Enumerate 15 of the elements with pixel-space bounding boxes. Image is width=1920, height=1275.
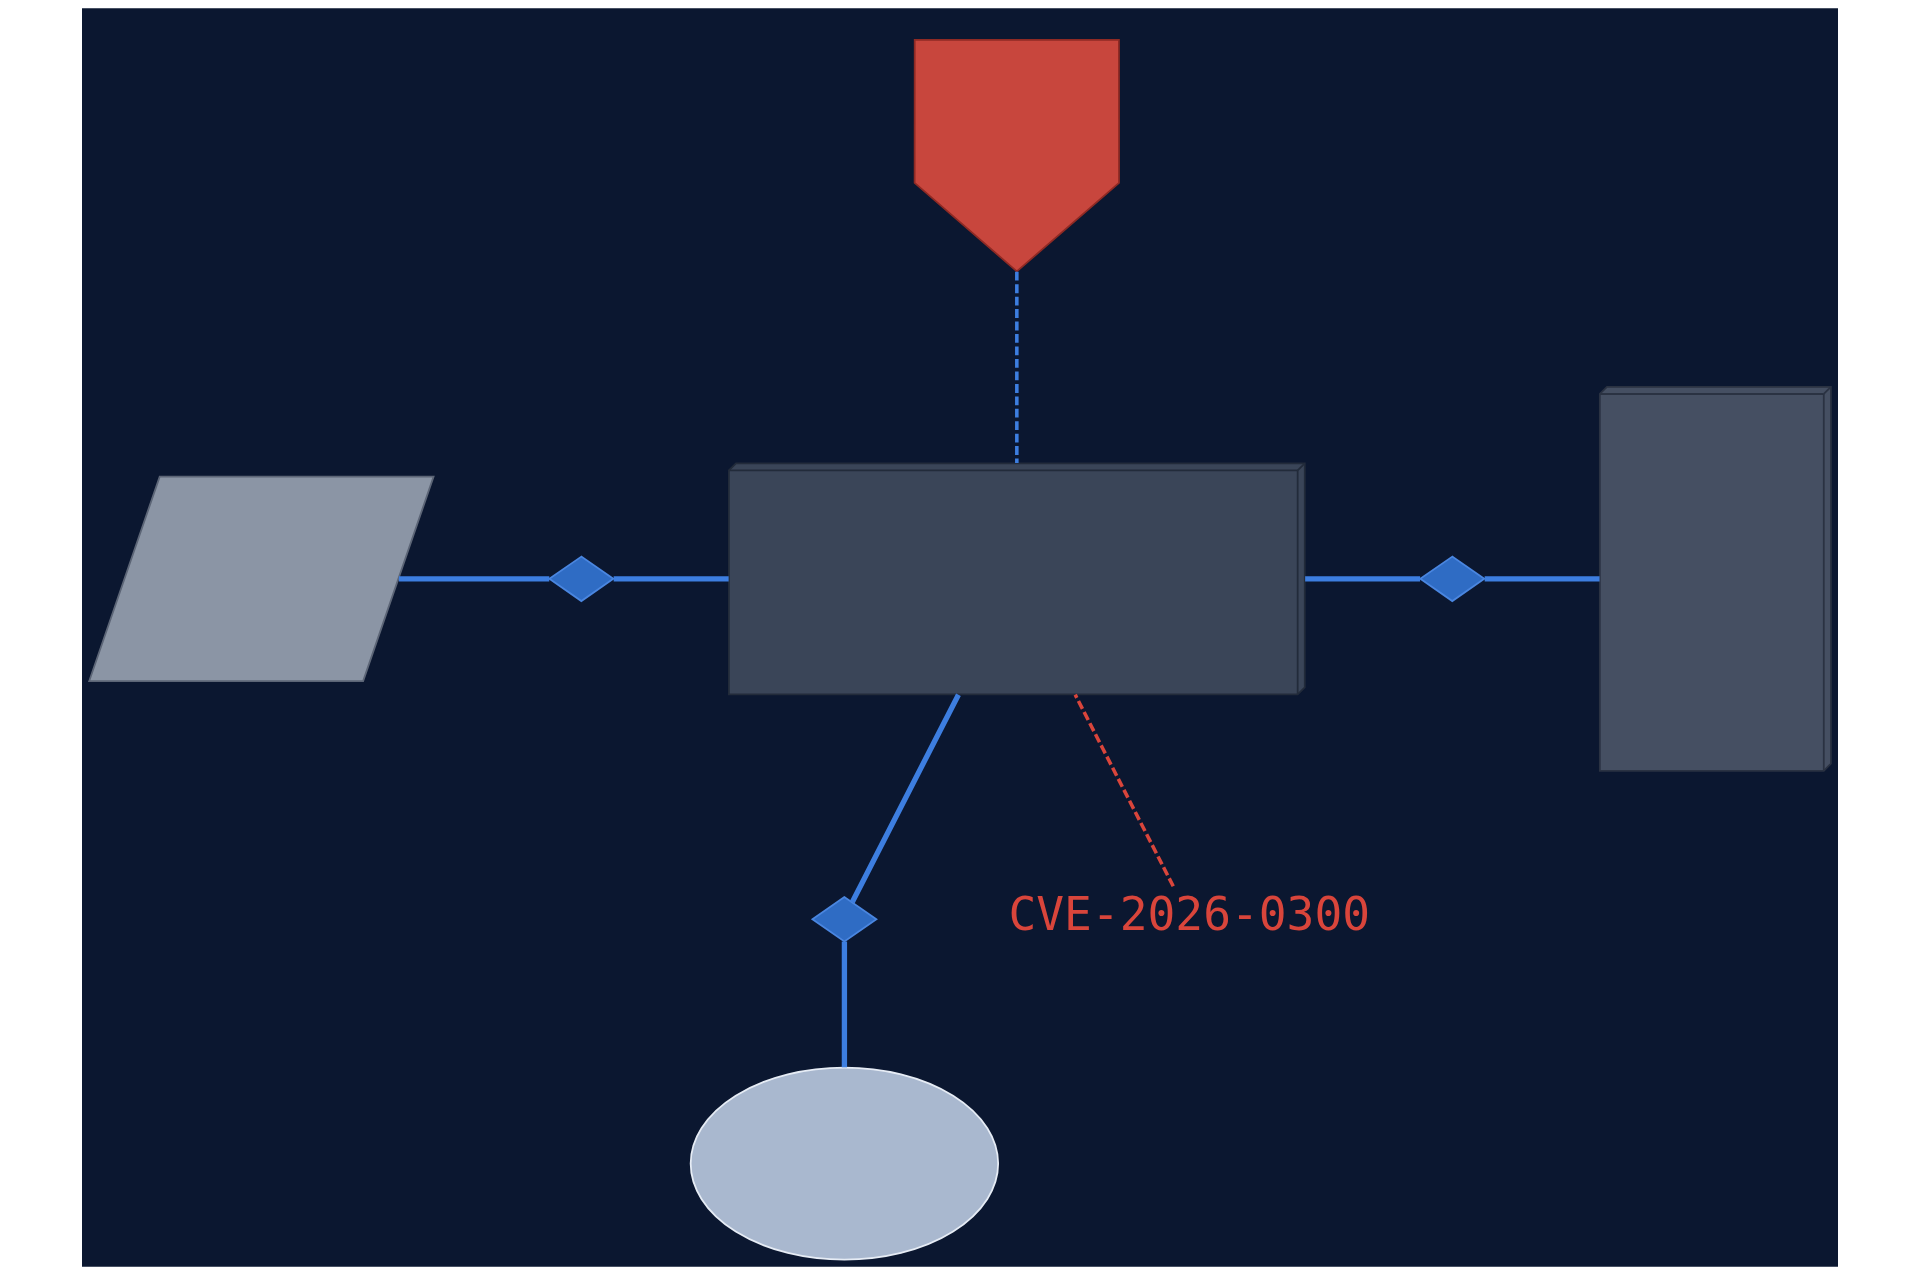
connector: [841, 941, 848, 1068]
node-cloud: [689, 1066, 1000, 1261]
node-picture: [87, 475, 435, 682]
connector: [613, 576, 729, 582]
connector: [1484, 576, 1600, 582]
node-picture: [913, 38, 1120, 273]
node-text: CVE-2026-0300: [1008, 887, 1371, 942]
connector: [1305, 576, 1421, 582]
connector: [1015, 271, 1019, 463]
connector: [1073, 693, 1175, 887]
node-diamond: [810, 895, 878, 943]
connector: [398, 576, 550, 582]
connector: [849, 693, 961, 904]
node-diamond: [547, 555, 615, 603]
node-diamond: [1418, 555, 1486, 603]
